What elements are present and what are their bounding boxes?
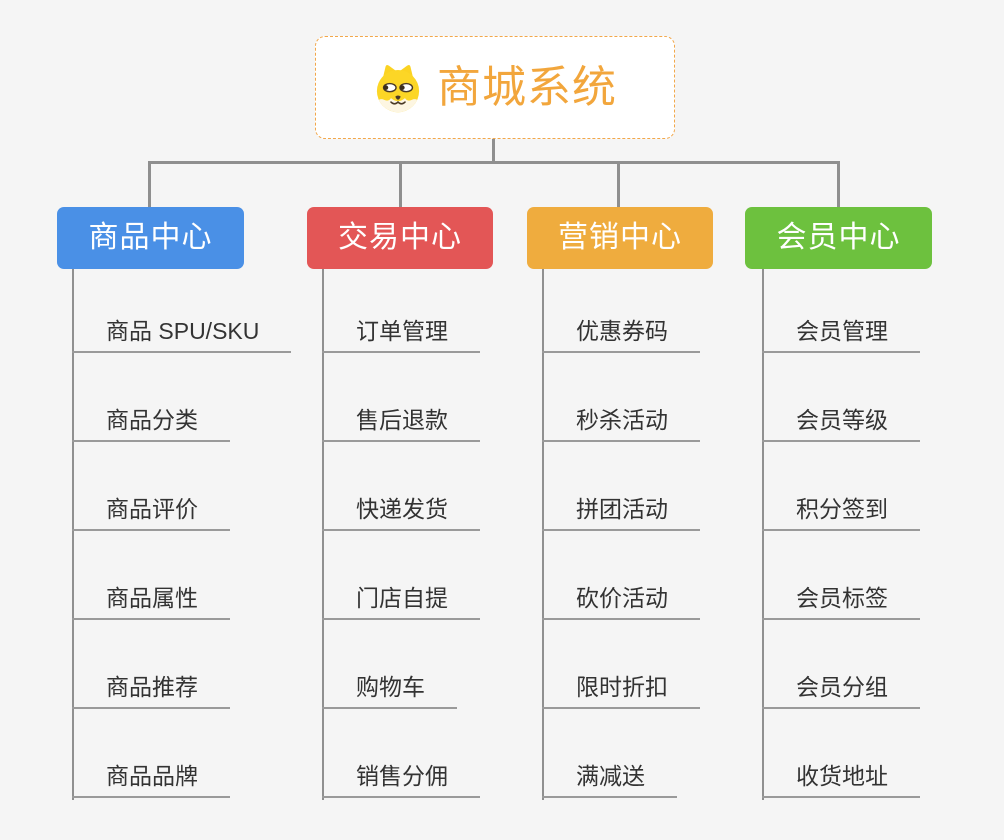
leaf-node[interactable]: 订单管理 (322, 320, 480, 353)
leaf-node[interactable]: 积分签到 (762, 498, 920, 531)
branch-label: 商品中心 (88, 221, 213, 254)
leaf-node[interactable]: 会员等级 (762, 409, 920, 442)
leaf-node[interactable]: 门店自提 (322, 587, 480, 620)
trunk-line-member (762, 269, 764, 800)
leaf-node[interactable]: 售后退款 (322, 409, 480, 442)
leaf-node[interactable]: 商品品牌 (72, 765, 230, 798)
branch-node-product-center[interactable]: 商品中心 (57, 207, 244, 269)
connector-branch-bar (148, 161, 840, 164)
leaf-node[interactable]: 商品 SPU/SKU (72, 320, 292, 353)
leaf-node[interactable]: 收货地址 (762, 765, 920, 798)
leaf-node[interactable]: 商品属性 (72, 587, 230, 620)
leaf-node[interactable]: 商品分类 (72, 409, 230, 442)
dog-face-icon (376, 64, 420, 112)
leaf-node[interactable]: 满减送 (542, 765, 677, 798)
branch-node-trade-center[interactable]: 交易中心 (307, 207, 493, 269)
connector-drop-marketing (617, 161, 620, 208)
leaf-node[interactable]: 会员管理 (762, 320, 920, 353)
leaf-node[interactable]: 优惠券码 (542, 320, 700, 353)
leaf-node[interactable]: 快递发货 (322, 498, 480, 531)
leaf-column-trade: 订单管理 售后退款 快递发货 门店自提 购物车 销售分佣 (322, 264, 480, 798)
trunk-line-trade (322, 269, 324, 800)
connector-root-stem (492, 139, 495, 163)
trunk-line-marketing (542, 269, 544, 800)
leaf-column-member: 会员管理 会员等级 积分签到 会员标签 会员分组 收货地址 (762, 264, 920, 798)
leaf-node[interactable]: 会员标签 (762, 587, 920, 620)
leaf-node[interactable]: 商品评价 (72, 498, 230, 531)
root-title: 商城系统 (437, 62, 617, 112)
trunk-line-product (72, 269, 74, 800)
branch-node-member-center[interactable]: 会员中心 (745, 207, 932, 269)
leaf-node[interactable]: 砍价活动 (542, 587, 700, 620)
leaf-node[interactable]: 秒杀活动 (542, 409, 700, 442)
connector-drop-trade (399, 161, 402, 208)
branch-node-marketing-center[interactable]: 营销中心 (527, 207, 713, 269)
leaf-node[interactable]: 购物车 (322, 676, 457, 709)
connector-drop-product (148, 161, 151, 208)
branch-label: 会员中心 (776, 221, 901, 254)
leaf-column-marketing: 优惠券码 秒杀活动 拼团活动 砍价活动 限时折扣 满减送 (542, 264, 700, 798)
leaf-column-product: 商品 SPU/SKU 商品分类 商品评价 商品属性 商品推荐 商品品牌 (72, 264, 292, 798)
branch-label: 交易中心 (338, 221, 462, 254)
connector-drop-member (837, 161, 840, 208)
leaf-node[interactable]: 销售分佣 (322, 765, 480, 798)
leaf-node[interactable]: 会员分组 (762, 676, 920, 709)
leaf-node[interactable]: 拼团活动 (542, 498, 700, 531)
root-node[interactable]: 商城系统 (315, 36, 675, 139)
leaf-node[interactable]: 限时折扣 (542, 676, 700, 709)
leaf-node[interactable]: 商品推荐 (72, 676, 230, 709)
branch-label: 营销中心 (558, 221, 682, 254)
